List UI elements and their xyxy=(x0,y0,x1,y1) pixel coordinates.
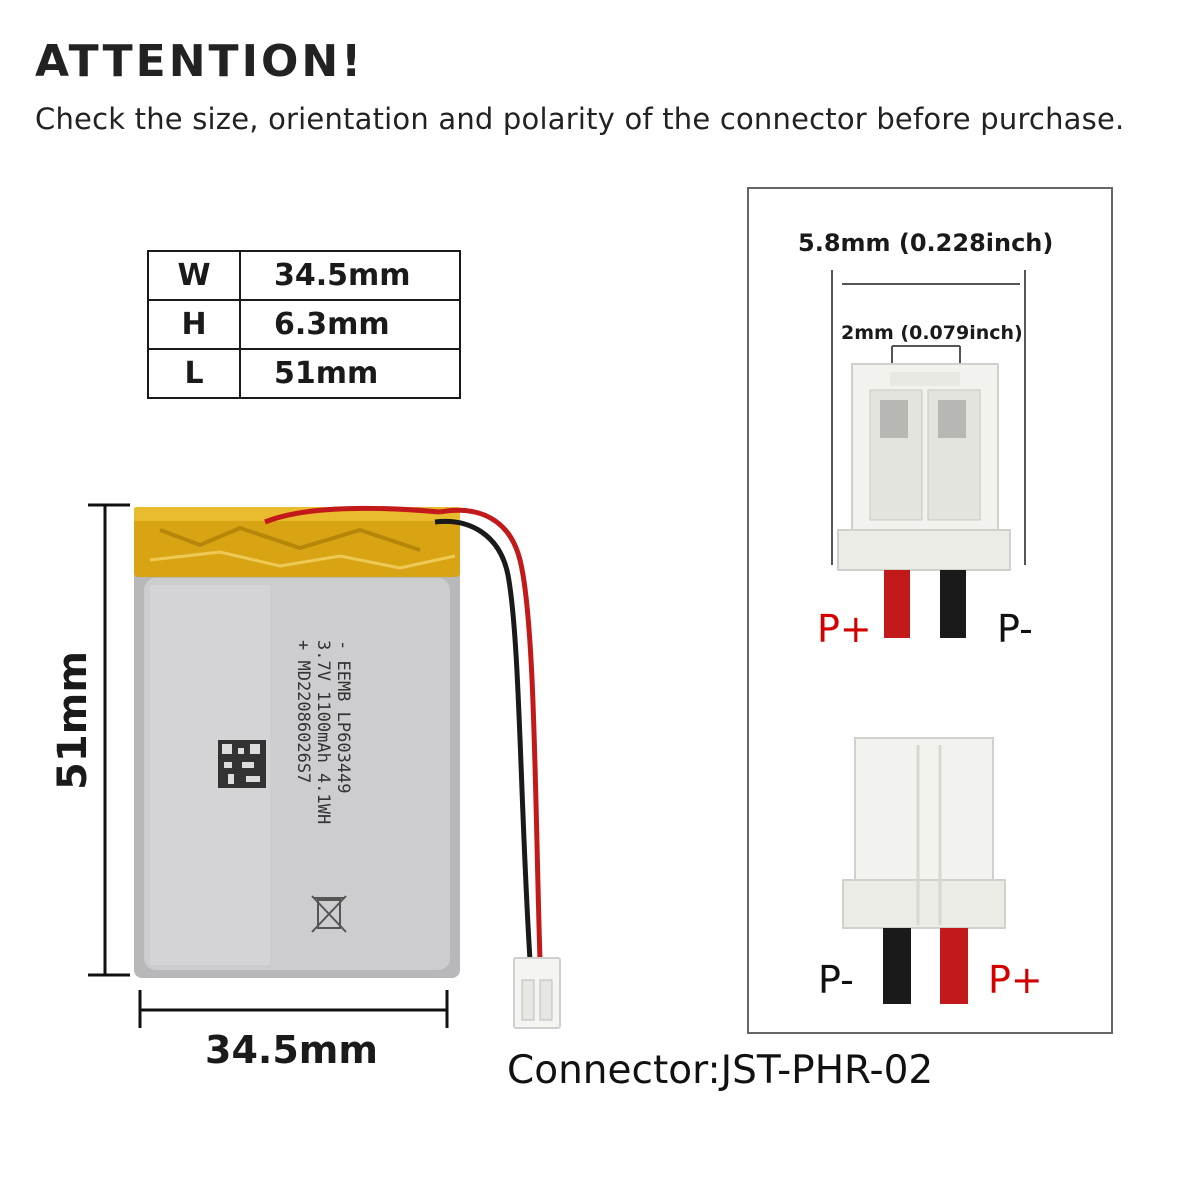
dimension-key: L xyxy=(147,348,241,399)
table-row: W 34.5mm xyxy=(147,250,461,301)
small-jst-connector xyxy=(513,957,561,1029)
polarity-positive-label: P+ xyxy=(988,958,1043,1002)
page-subtitle: Check the size, orientation and polarity… xyxy=(35,102,1125,136)
pin-pitch-label: 2mm (0.079inch) xyxy=(841,322,1023,344)
polarity-negative-label: P- xyxy=(997,607,1033,651)
dimension-value: 34.5mm xyxy=(239,250,461,301)
qr-code xyxy=(218,740,266,788)
battery-pack xyxy=(134,507,460,978)
length-dimension-line xyxy=(88,503,130,977)
connector-type-label: Connector:JST-PHR-02 xyxy=(507,1048,934,1093)
dimension-key: H xyxy=(147,299,241,350)
table-row: L 51mm xyxy=(147,348,461,399)
polarity-positive-label: P+ xyxy=(817,607,872,651)
table-row: H 6.3mm xyxy=(147,299,461,350)
polarity-negative-label: P- xyxy=(818,958,854,1002)
dimension-value: 6.3mm xyxy=(239,299,461,350)
kapton-tape xyxy=(134,507,460,577)
dimension-value: 51mm xyxy=(239,348,461,399)
battery-label-line: - EEMB LP603449 xyxy=(333,640,353,794)
battery-label-line: + MD22086026S7 xyxy=(293,640,313,784)
connector-panel xyxy=(747,187,1113,1034)
battery-wires xyxy=(264,505,543,961)
connector-width-label: 5.8mm (0.228inch) xyxy=(798,229,1054,257)
length-label: 51mm xyxy=(50,650,96,790)
weee-bin-icon xyxy=(311,895,347,933)
battery-label-text: - EEMB LP603449 3.7V 1100mAh 4.1WH + MD2… xyxy=(293,640,373,840)
page-title: ATTENTION! xyxy=(35,36,365,87)
battery-label-line: 3.7V 1100mAh 4.1WH xyxy=(313,640,333,825)
dimensions-table: W 34.5mm H 6.3mm L 51mm xyxy=(147,250,461,399)
width-dimension-line xyxy=(138,990,449,1028)
dimension-key: W xyxy=(147,250,241,301)
width-label: 34.5mm xyxy=(205,1028,378,1072)
